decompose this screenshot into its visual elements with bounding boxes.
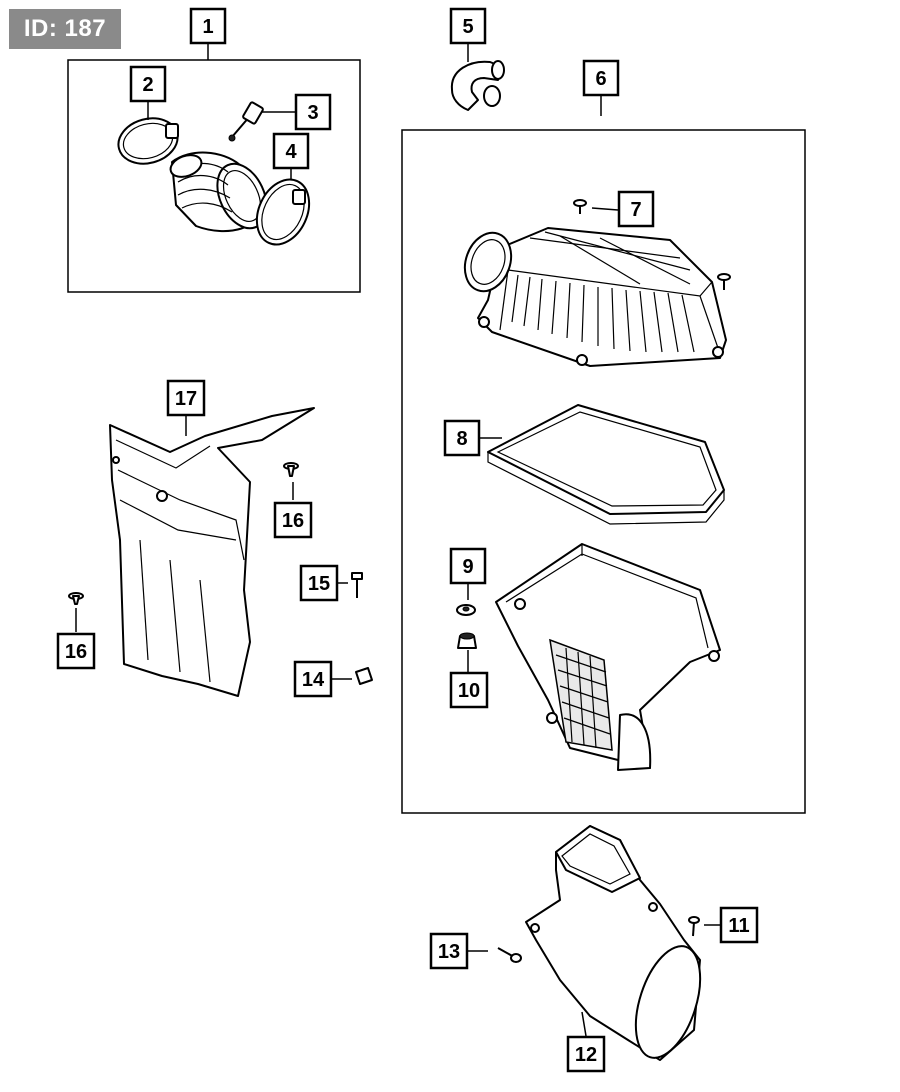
svg-text:11: 11 <box>728 915 749 937</box>
group-frame-6 <box>401 129 806 814</box>
svg-text:1: 1 <box>202 16 213 38</box>
callout-6: 6 <box>582 59 620 97</box>
leader-7 <box>591 207 619 211</box>
callout-7: 7 <box>617 190 655 228</box>
svg-text:17: 17 <box>175 388 197 410</box>
callout-9: 9 <box>449 547 487 585</box>
callout-8: 8 <box>443 419 481 457</box>
svg-text:15: 15 <box>308 573 330 595</box>
group-frame-1 <box>67 59 361 293</box>
svg-text:16: 16 <box>282 510 304 532</box>
part-13-screw <box>497 947 522 963</box>
svg-text:10: 10 <box>458 680 480 702</box>
callout-11: 11 <box>719 906 759 944</box>
callout-16-upper: 16 <box>273 501 313 539</box>
svg-text:13: 13 <box>438 941 460 963</box>
part-14-clip-nut <box>355 667 373 685</box>
callout-13: 13 <box>429 932 469 970</box>
part-17-deflector-panel <box>109 407 315 697</box>
callout-12: 12 <box>566 1035 606 1073</box>
part-1-inlet-bellows <box>169 151 268 233</box>
part-3-sensor <box>228 101 264 142</box>
part-2-hose-clamp <box>117 117 179 165</box>
part-12-air-duct <box>525 825 702 1061</box>
callout-17: 17 <box>166 379 206 417</box>
part-8-filter-element <box>487 404 725 525</box>
part-10-isolator <box>457 632 477 649</box>
callout-3: 3 <box>294 93 332 131</box>
callout-2: 2 <box>129 65 167 103</box>
leader-12 <box>581 1011 587 1037</box>
svg-text:8: 8 <box>456 428 467 450</box>
svg-text:3: 3 <box>307 102 318 124</box>
part-5-elbow-hose <box>450 60 505 111</box>
svg-text:2: 2 <box>142 74 153 96</box>
callout-10: 10 <box>449 671 489 709</box>
part-11-screw <box>688 916 700 937</box>
svg-text:6: 6 <box>595 68 606 90</box>
callout-16-lower: 16 <box>56 632 96 670</box>
part-16-push-pin-lower <box>68 592 84 605</box>
svg-text:14: 14 <box>302 669 325 691</box>
svg-text:12: 12 <box>575 1044 597 1066</box>
svg-text:7: 7 <box>630 199 641 221</box>
part-4-hose-clamp <box>255 178 311 246</box>
callout-1: 1 <box>189 7 227 45</box>
callout-14: 14 <box>293 660 333 698</box>
svg-text:5: 5 <box>462 16 473 38</box>
part-7-screw <box>573 199 731 290</box>
part-16-push-pin-upper <box>283 462 299 477</box>
callout-15: 15 <box>299 564 339 602</box>
callout-5: 5 <box>449 7 487 45</box>
callout-4: 4 <box>272 132 310 170</box>
svg-text:4: 4 <box>285 141 297 163</box>
svg-text:9: 9 <box>462 556 473 578</box>
part-6-air-cleaner-housing <box>495 543 721 771</box>
svg-text:16: 16 <box>65 641 87 663</box>
diagram-id-badge: ID: 187 <box>9 9 121 49</box>
part-6-air-cleaner-cover <box>463 227 727 367</box>
part-15-bolt <box>351 572 363 598</box>
part-9-grommet <box>456 604 476 616</box>
